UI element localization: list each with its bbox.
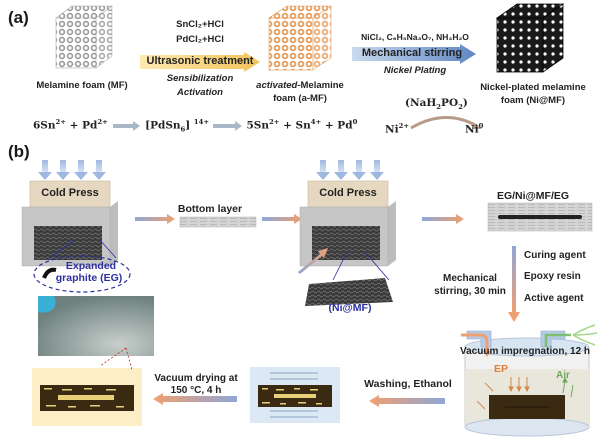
stirring-label-line1: Mechanical — [443, 273, 497, 284]
eq1-arrow-2 — [212, 120, 242, 131]
nimf-label-line2: foam (Ni@MF) — [500, 95, 566, 106]
mechanical-stirring-label: Mechanical stirring — [361, 47, 463, 59]
inlet-pipe — [461, 330, 492, 357]
nimf-callout-lines — [332, 251, 390, 281]
eq1-arrow-1 — [113, 120, 141, 131]
eq1-product1: 5Sn — [246, 119, 269, 132]
amf-label-line1: activated-Melamine — [240, 80, 360, 91]
process-arrow-1 — [135, 214, 175, 224]
cold-press-2-label: Cold Press — [319, 187, 377, 199]
amf-label-italic: activated — [256, 80, 298, 91]
eq1-term2-charge: 2+ — [97, 118, 108, 126]
eq1-complex-close: ] — [185, 119, 191, 132]
mf-label: Melamine foam (MF) — [36, 80, 128, 91]
eq2-catalyst: (NaH2PO2) — [405, 97, 468, 111]
eq1-term1: 6Sn — [33, 119, 56, 132]
process-arrow-drying — [153, 393, 237, 405]
sandwich-label: EG/Ni@MF/EG — [496, 190, 570, 202]
press-arrows-1 — [38, 160, 106, 180]
sandwich-composite — [487, 202, 593, 232]
insertion-arrow — [298, 248, 328, 274]
cold-press-1-illustration — [21, 160, 118, 267]
additive-epoxy-resin: Epoxy resin — [524, 271, 581, 282]
process-arrow-2 — [262, 214, 302, 224]
nickel-plated-foam-illustration — [495, 3, 565, 73]
flow-lines — [270, 372, 318, 418]
reagent-pdcl2: PdCl₂+HCl — [176, 34, 224, 45]
reagent-sncl2: SnCl₂+HCl — [176, 19, 224, 30]
additive-curing-agent: Curing agent — [524, 250, 586, 261]
eq2-reactant: Ni2+ — [385, 122, 409, 136]
eq1-complex-sub: 6 — [180, 125, 186, 134]
press-arrows-2 — [316, 160, 384, 180]
sensibilization-label: Sensibilization — [166, 73, 234, 84]
eq1-product3: + Pd — [321, 119, 353, 132]
eq2-product: Ni0 — [465, 122, 483, 136]
bottom-layer-sheet — [179, 216, 257, 228]
washed-composite — [250, 367, 340, 423]
process-arrow-washing — [369, 395, 445, 407]
eg-label-line1: Expanded — [65, 260, 117, 272]
sensitization-equation: 6Sn2+ + Pd2+ [PdSn6] 14+ 5Sn2+ + Sn4+ + … — [33, 118, 357, 134]
eq2-catalyst-c: ) — [462, 97, 468, 109]
cold-press-1-label: Cold Press — [41, 187, 99, 199]
vacuum-vessel-illustration — [461, 324, 598, 437]
stirring-label-line2: stirring, 30 min — [434, 286, 506, 297]
eq1-complex: [PdSn — [145, 119, 181, 132]
eq2-product-symbol: Ni — [465, 123, 479, 136]
amf-label-rest: -Melamine — [297, 80, 344, 91]
nimf-b-label: (Ni@MF) — [328, 302, 372, 314]
photo-callout-lines — [99, 347, 133, 371]
eq2-catalyst-a: (NaH — [405, 97, 437, 109]
ultrasonic-treatment-label: Ultrasonic treatment — [146, 55, 254, 67]
activated-melamine-foam-illustration — [268, 5, 332, 71]
eg-callout — [33, 239, 131, 293]
reagents-nickel: NiCl₂, C₆H₅Na₃O₇, NH₃H₂O — [361, 32, 469, 42]
eq1-product2-charge: 4+ — [310, 118, 322, 126]
eq2-catalyst-b: PO — [441, 97, 459, 109]
nickel-plating-label: Nickel Plating — [383, 65, 447, 76]
activation-label: Activation — [177, 87, 223, 98]
eq1-product1-charge: 2+ — [268, 118, 280, 126]
eq2-catalyst-sub1: 2 — [436, 103, 442, 112]
eq2-reactant-charge: 2+ — [398, 122, 410, 130]
sample-photo — [38, 296, 154, 356]
additive-active-agent: Active agent — [524, 293, 584, 304]
eq1-term1-charge: 2+ — [55, 118, 66, 126]
dried-composite — [32, 368, 142, 426]
washing-label: Washing, Ethanol — [364, 378, 452, 390]
eq2-reactant-symbol: Ni — [385, 123, 399, 136]
melamine-foam-illustration — [55, 5, 113, 69]
bottom-layer-label: Bottom layer — [177, 203, 243, 215]
outlet-pipe — [540, 330, 571, 348]
ep-label: EP — [494, 363, 509, 375]
drying-label-line2: 150 °C, 4 h — [170, 385, 222, 396]
nimf-sheet — [305, 278, 393, 306]
process-arrow-3 — [422, 214, 464, 224]
drying-label-line1: Vacuum drying at — [154, 373, 238, 384]
amf-label-line2: foam (a-MF) — [273, 93, 327, 104]
process-arrow-down — [508, 246, 520, 322]
eq2-catalyst-sub2: 2 — [458, 103, 463, 112]
mechanical-stirring-arrow — [352, 44, 476, 64]
panel-b-label: (b) — [8, 142, 30, 161]
air-label: Air — [556, 370, 570, 381]
air-escape-lines — [572, 324, 598, 346]
eg-label-line2: graphite (EG) — [55, 272, 123, 284]
nimf-label-line1: Nickel-plated melamine — [480, 82, 586, 93]
eq1-product3-charge: 0 — [352, 118, 358, 126]
eq2-product-charge: 0 — [478, 122, 484, 130]
ep-flow-arrows — [476, 377, 530, 410]
panel-a-label: (a) — [8, 8, 29, 27]
eq1-product2: + Sn — [279, 119, 311, 132]
vacuum-impregnation-label: Vacuum impregnation, 12 h — [459, 346, 591, 357]
eq2-curved-arrow — [410, 116, 482, 130]
air-flow-arrows — [562, 376, 574, 398]
eq1-complex-charge: 14+ — [193, 118, 210, 126]
eq1-term2: + Pd — [65, 119, 98, 132]
glove-fingertip — [38, 296, 56, 313]
ultrasonic-arrow — [140, 52, 260, 72]
